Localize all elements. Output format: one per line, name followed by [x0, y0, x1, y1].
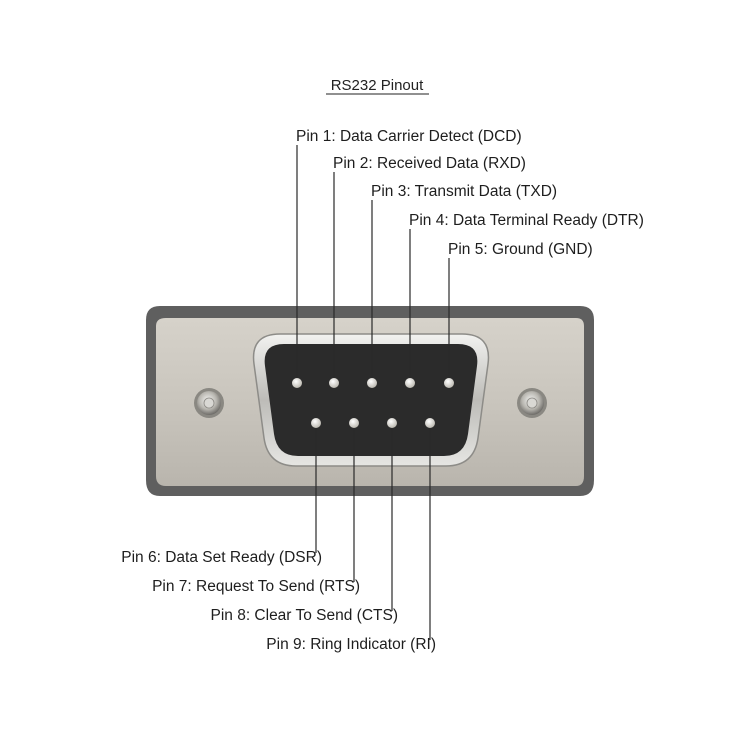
pin-9-label: Pin 9: Ring Indicator (RI) [266, 636, 436, 653]
pin-5-label: Pin 5: Ground (GND) [448, 241, 593, 258]
pin-3-contact [367, 378, 377, 388]
pin-6-label: Pin 6: Data Set Ready (DSR) [121, 549, 322, 566]
bottom-pin-labels: Pin 6: Data Set Ready (DSR) Pin 7: Reque… [121, 549, 436, 653]
bottom-row-leaders [315, 426, 431, 640]
pin-5-contact [444, 378, 454, 388]
d-sub-insulator [264, 344, 478, 456]
left-mounting-screw [194, 388, 224, 418]
pin-8-contact [387, 418, 397, 428]
pin-4-label: Pin 4: Data Terminal Ready (DTR) [409, 212, 644, 229]
pin-contacts [292, 378, 454, 428]
pin-4-contact [405, 378, 415, 388]
db9-connector [146, 306, 594, 496]
top-pin-labels: Pin 1: Data Carrier Detect (DCD) Pin 2: … [296, 128, 644, 258]
pin-2-contact [329, 378, 339, 388]
pin-7-label: Pin 7: Request To Send (RTS) [152, 578, 360, 595]
pin-1-label: Pin 1: Data Carrier Detect (DCD) [296, 128, 522, 145]
right-mounting-screw [517, 388, 547, 418]
pin-7-contact [349, 418, 359, 428]
diagram-title: RS232 Pinout [331, 77, 424, 94]
pin-2-label: Pin 2: Received Data (RXD) [333, 155, 526, 172]
pin-8-label: Pin 8: Clear To Send (CTS) [210, 607, 398, 624]
pin-3-label: Pin 3: Transmit Data (TXD) [371, 183, 557, 200]
top-row-leaders [296, 145, 450, 380]
pin-9-contact [425, 418, 435, 428]
pin-1-contact [292, 378, 302, 388]
pin-6-contact [311, 418, 321, 428]
